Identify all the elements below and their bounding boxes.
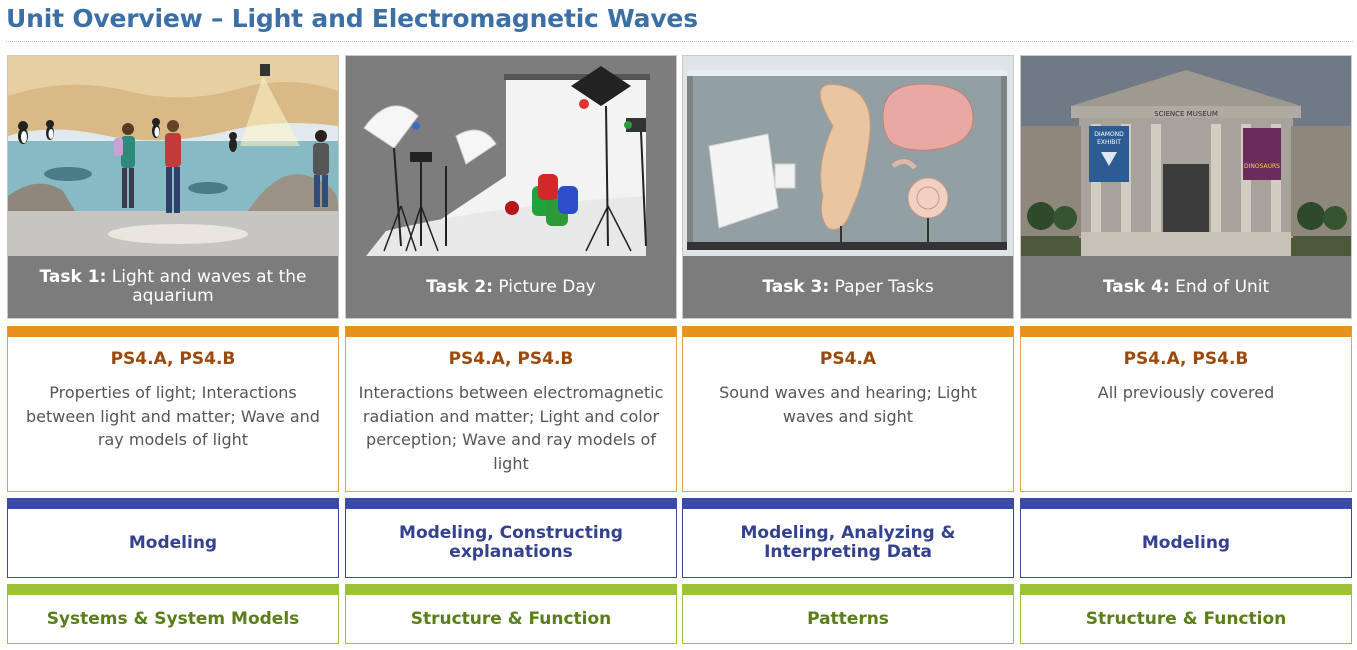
task-4-dci-card: PS4.A, PS4.B All previously covered xyxy=(1020,326,1352,492)
photo-studio-illustration xyxy=(346,56,676,256)
banner-right-text: DINOSAURS xyxy=(1244,163,1280,170)
page-title: Unit Overview – Light and Electromagneti… xyxy=(6,4,698,33)
task-3-caption: Task 3: Paper Tasks xyxy=(683,256,1013,318)
task-3-dci-code: PS4.A xyxy=(819,349,877,369)
task-4-name: End of Unit xyxy=(1175,276,1270,297)
task-2-dci-code: PS4.A, PS4.B xyxy=(448,349,574,369)
task-1-practice-card: Modeling xyxy=(7,498,339,578)
task-4-crosscutting: Structure & Function xyxy=(1085,609,1287,629)
task-3-dci-card: PS4.A Sound waves and hearing; Light wav… xyxy=(682,326,1014,492)
task-2-practice-card: Modeling, Constructing explanations xyxy=(345,498,677,578)
task-3-dci-description: Sound waves and hearing; Light waves and… xyxy=(719,383,977,426)
banner-left-line-2: EXHIBIT xyxy=(1097,139,1121,146)
task-column-3: Task 3: Paper Tasks PS4.A Sound waves an… xyxy=(682,55,1014,645)
task-column-4: SCIENCE MUSEUM DIAMOND EXHIBIT DINOSAURS… xyxy=(1020,55,1352,645)
task-2-crosscutting-card: Structure & Function xyxy=(345,584,677,644)
task-2-practice: Modeling, Constructing explanations xyxy=(399,523,623,562)
task-1-caption: Task 1: Light and waves at the aquarium xyxy=(8,256,338,318)
task-1-practice: Modeling xyxy=(128,532,218,553)
banner-left-line-1: DIAMOND xyxy=(1094,131,1124,138)
task-column-2: Task 2: Picture Day PS4.A, PS4.B Interac… xyxy=(345,55,677,645)
task-4-practice-card: Modeling xyxy=(1020,498,1352,578)
task-4-number: Task 4: xyxy=(1102,276,1170,297)
task-1-number: Task 1: xyxy=(39,267,107,287)
museum-sign: SCIENCE MUSEUM xyxy=(1154,110,1218,118)
task-2-number: Task 2: xyxy=(426,276,493,297)
task-2-card[interactable]: Task 2: Picture Day xyxy=(345,55,677,319)
task-2-caption: Task 2: Picture Day xyxy=(346,256,676,318)
task-1-name: Light and waves at the aquarium xyxy=(111,267,307,306)
task-4-caption: Task 4: End of Unit xyxy=(1021,256,1351,318)
task-3-card[interactable]: Task 3: Paper Tasks xyxy=(682,55,1014,319)
task-3-number: Task 3: xyxy=(762,276,830,297)
task-1-dci-code: PS4.A, PS4.B xyxy=(110,349,236,369)
task-4-crosscutting-card: Structure & Function xyxy=(1020,584,1352,644)
task-3-practice-card: Modeling, Analyzing & Interpreting Data xyxy=(682,498,1014,578)
aquarium-illustration xyxy=(8,56,338,256)
display-case-illustration xyxy=(683,56,1013,256)
task-2-name: Picture Day xyxy=(498,276,596,297)
task-1-dci-card: PS4.A, PS4.B Properties of light; Intera… xyxy=(7,326,339,492)
task-4-dci-description: All previously covered xyxy=(1097,383,1275,402)
task-2-dci-description: Interactions between electromagnetic rad… xyxy=(358,383,664,473)
task-4-dci-code: PS4.A, PS4.B xyxy=(1123,349,1249,369)
task-1-dci-description: Properties of light; Interactions betwee… xyxy=(26,383,320,449)
task-1-crosscutting: Systems & System Models xyxy=(46,609,300,629)
task-1-card[interactable]: Task 1: Light and waves at the aquarium xyxy=(7,55,339,319)
task-3-crosscutting: Patterns xyxy=(807,609,889,629)
task-4-practice: Modeling xyxy=(1141,532,1231,553)
task-4-card[interactable]: SCIENCE MUSEUM DIAMOND EXHIBIT DINOSAURS… xyxy=(1020,55,1352,319)
task-3-practice: Modeling, Analyzing & Interpreting Data xyxy=(740,523,956,562)
task-3-name: Paper Tasks xyxy=(834,276,934,297)
task-2-dci-card: PS4.A, PS4.B Interactions between electr… xyxy=(345,326,677,492)
science-museum-illustration: SCIENCE MUSEUM DIAMOND EXHIBIT DINOSAURS xyxy=(1021,56,1351,256)
task-1-crosscutting-card: Systems & System Models xyxy=(7,584,339,644)
title-divider xyxy=(6,41,1353,42)
task-column-1: Task 1: Light and waves at the aquarium … xyxy=(7,55,339,645)
task-2-crosscutting: Structure & Function xyxy=(410,609,612,629)
unit-overview-grid: Task 1: Light and waves at the aquarium … xyxy=(7,55,1352,645)
task-3-crosscutting-card: Patterns xyxy=(682,584,1014,644)
